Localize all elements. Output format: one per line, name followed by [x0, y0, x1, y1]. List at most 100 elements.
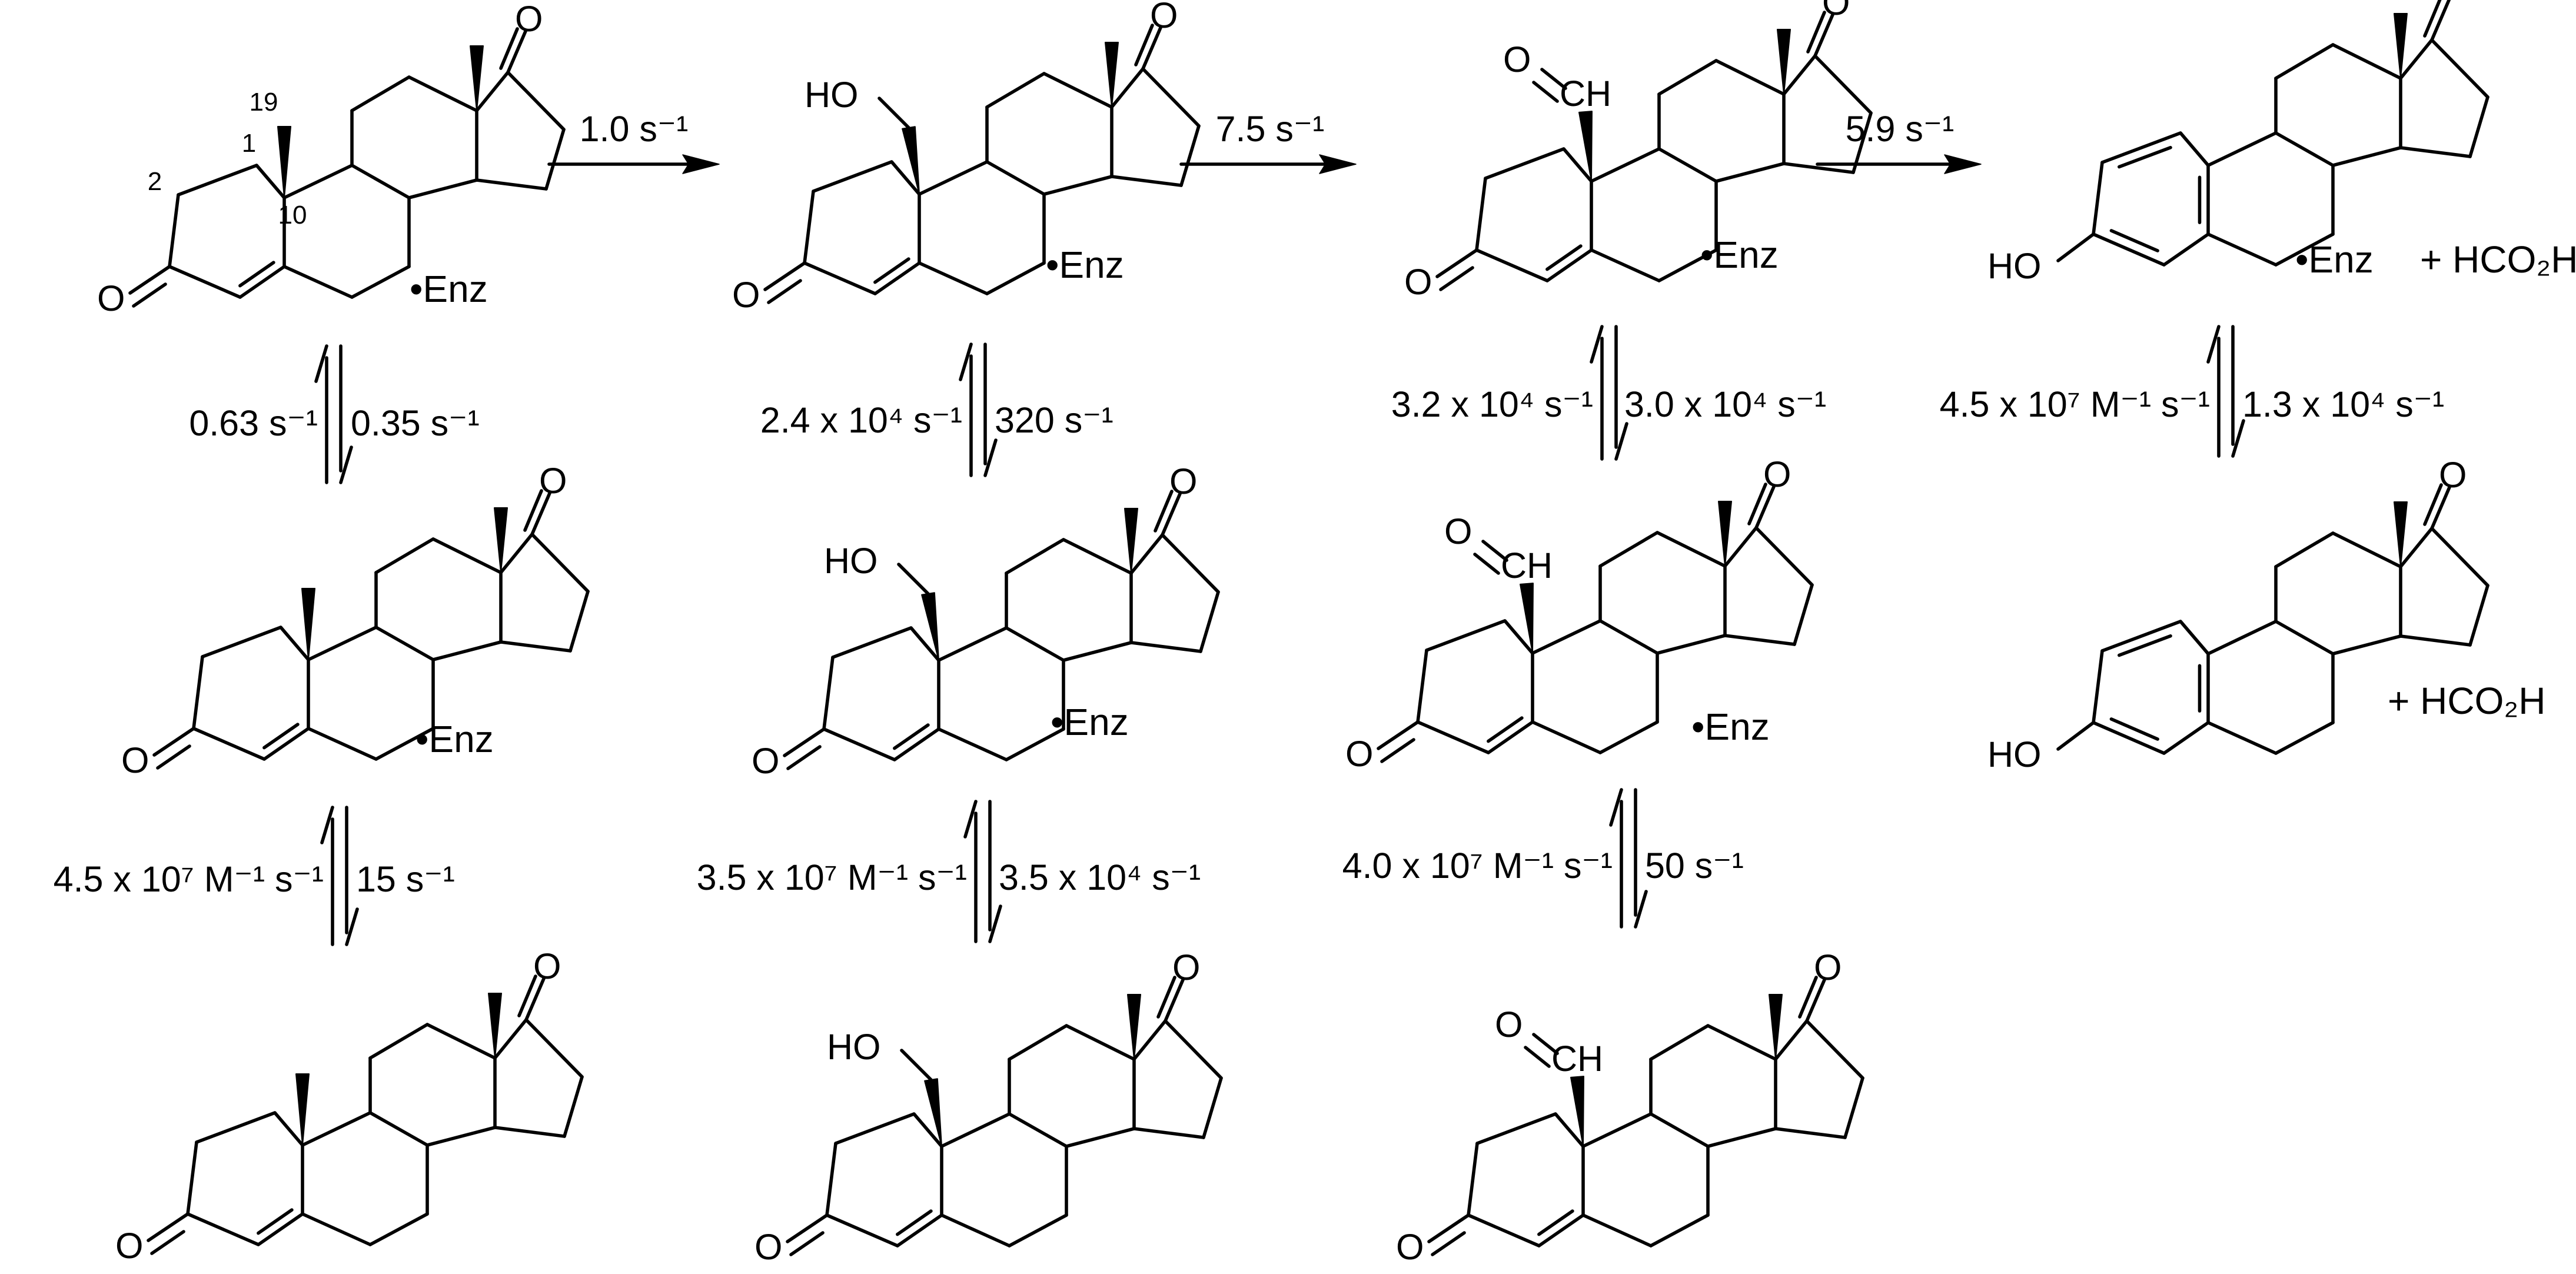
bond: [1537, 1213, 1585, 1248]
c17-carbonyl-bond: [1141, 26, 1162, 71]
bond: [1179, 124, 1201, 187]
c3-oxygen-label: O: [97, 278, 125, 318]
c19-hydroxyl-bond: [877, 97, 910, 129]
c3-carbonyl-bond: [783, 727, 826, 757]
c3-oxygen-label: O: [754, 1227, 782, 1267]
bond: [1467, 1213, 1541, 1248]
bond: [1062, 641, 1133, 662]
rate-reverse-3: 3.0 x 10⁴ s⁻¹: [1624, 384, 1826, 424]
c17-carbonyl-bond: [530, 491, 551, 536]
bond: [1129, 641, 1202, 653]
c3-carbonyl-double-bond: [132, 282, 167, 308]
bond: [2274, 232, 2335, 267]
bond: [940, 1213, 1011, 1248]
bond: [1598, 531, 1659, 568]
byproduct-label: + HCO₂H: [2388, 680, 2545, 722]
bond: [475, 178, 548, 191]
steroid-aromatic: OHO+ HCO₂H: [1987, 455, 2545, 774]
equilibrium-7-forward-head: [1609, 788, 1623, 827]
bond: [569, 590, 590, 653]
c17-carbonyl-bond: [1754, 485, 1776, 530]
bond: [475, 71, 510, 112]
bond: [1782, 54, 1817, 96]
c3-carbonyl-double-bond: [156, 744, 191, 770]
arrow-step-2-head: [1319, 154, 1357, 174]
c3-hydroxyl-label: HO: [1987, 246, 2042, 286]
c3-carbonyl-bond: [786, 1213, 829, 1243]
c17-carbonyl-double-bond: [1798, 976, 1818, 1019]
c17-oxygen-label: O: [2439, 455, 2467, 495]
bond: [2331, 146, 2402, 167]
locant-1: 1: [242, 129, 256, 158]
arrow-step-1-head: [682, 154, 720, 174]
c17-carbonyl-bond: [1805, 978, 1826, 1023]
bond: [1723, 634, 1796, 646]
c17-carbonyl-bond: [2430, 485, 2451, 530]
c19-carbonyl-double-bond: [1532, 1033, 1559, 1055]
c17-carbonyl-double-bond: [1154, 490, 1174, 533]
bond: [168, 193, 180, 268]
bond: [1065, 1024, 1136, 1061]
methyl-wedge: [1718, 501, 1732, 567]
bond: [1129, 533, 1164, 575]
bond: [374, 727, 435, 761]
double-bond: [238, 261, 275, 288]
c17-oxygen-label: O: [1172, 947, 1200, 987]
bond: [192, 655, 204, 730]
c3-oxygen-label: O: [1345, 734, 1373, 774]
bond: [1723, 526, 1758, 568]
bond: [1656, 531, 1727, 568]
c19-hydroxyl-label: HO: [824, 541, 878, 581]
methyl-wedge: [1127, 994, 1141, 1060]
bond: [1425, 619, 1507, 652]
c19-oxygen-label: O: [1503, 39, 1531, 79]
bond: [2430, 527, 2489, 587]
bond: [1706, 1127, 1777, 1148]
bond: [1714, 59, 1786, 96]
byproduct-label: + HCO₂H: [2420, 238, 2576, 281]
c17-carbonyl-double-bond: [1156, 976, 1176, 1019]
bond: [1545, 248, 1593, 282]
bond: [307, 626, 378, 661]
bond: [2399, 146, 2472, 158]
bond: [201, 626, 282, 658]
bond: [2162, 721, 2210, 755]
rate-forward-1: 0.63 s⁻¹: [189, 403, 318, 443]
bond: [825, 1142, 837, 1217]
bond: [301, 1111, 372, 1147]
bond: [1199, 590, 1220, 653]
bond: [985, 160, 1046, 196]
methyl-wedge: [1777, 29, 1791, 95]
c3-carbonyl-double-bond: [150, 1230, 185, 1255]
equilibrium-4-reverse-head: [2231, 419, 2245, 458]
bond: [238, 265, 286, 299]
c19-oxygen-label: O: [1495, 1004, 1523, 1045]
bond: [1132, 1127, 1205, 1139]
bond: [301, 1212, 372, 1246]
methyl-wedge: [1105, 42, 1119, 108]
enzyme-label: •Enz: [1700, 234, 1779, 276]
rate-reverse-1: 0.35 s⁻¹: [351, 403, 480, 443]
bond: [279, 626, 310, 661]
bond: [896, 1213, 943, 1248]
c3-carbonyl-bond: [128, 265, 171, 295]
methyl-wedge: [295, 1073, 310, 1146]
bond: [2468, 584, 2489, 647]
bond: [831, 626, 913, 659]
bond: [2100, 620, 2182, 653]
bond: [912, 1112, 943, 1148]
bond: [257, 1212, 304, 1246]
rate-step-1: 1.0 s⁻¹: [580, 109, 689, 149]
bond: [803, 189, 815, 265]
c17-oxygen-label: O: [1822, 0, 1850, 22]
bond: [1161, 533, 1220, 594]
bond: [350, 265, 411, 299]
bond: [1475, 177, 1487, 252]
bond: [940, 1112, 1011, 1148]
bond: [2399, 527, 2434, 568]
